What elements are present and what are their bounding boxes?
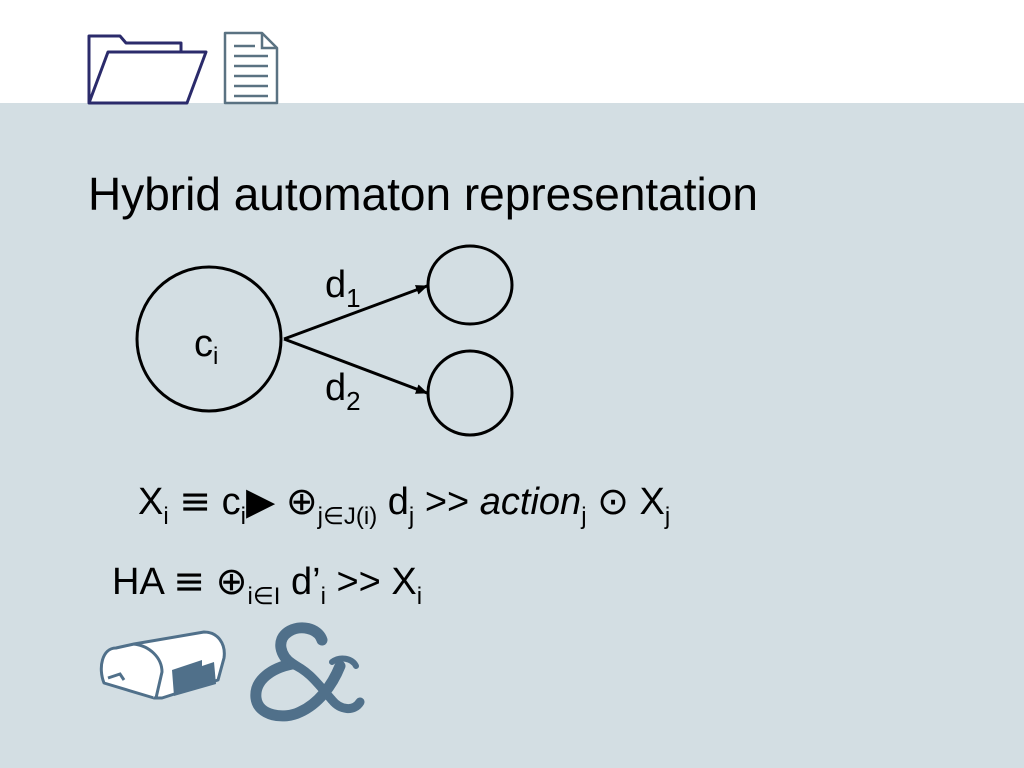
formula-state-definition: Xi ≡ ci▶ ⊕j∈J(i) dj >> actionj ⊙ Xj: [138, 479, 671, 530]
folder-open-icon: [87, 34, 208, 105]
slide-title: Hybrid automaton representation: [88, 168, 758, 220]
transition-label-1: d1: [325, 264, 361, 313]
target-state-2-circle: [426, 349, 514, 437]
target-state-1-circle: [426, 244, 514, 326]
transition-arrow-2: [283, 337, 428, 395]
ampersand-icon: [250, 622, 365, 722]
document-icon: [223, 31, 279, 105]
formula-hybrid-automaton: HA ≡ ⊕i∈I d’i >> Xi: [112, 559, 423, 610]
transition-label-2: d2: [325, 367, 361, 416]
mailbox-icon: [99, 630, 226, 700]
source-state-label: ci: [194, 323, 218, 370]
source-state-circle: [135, 265, 283, 413]
transition-arrow-1: [283, 284, 428, 341]
